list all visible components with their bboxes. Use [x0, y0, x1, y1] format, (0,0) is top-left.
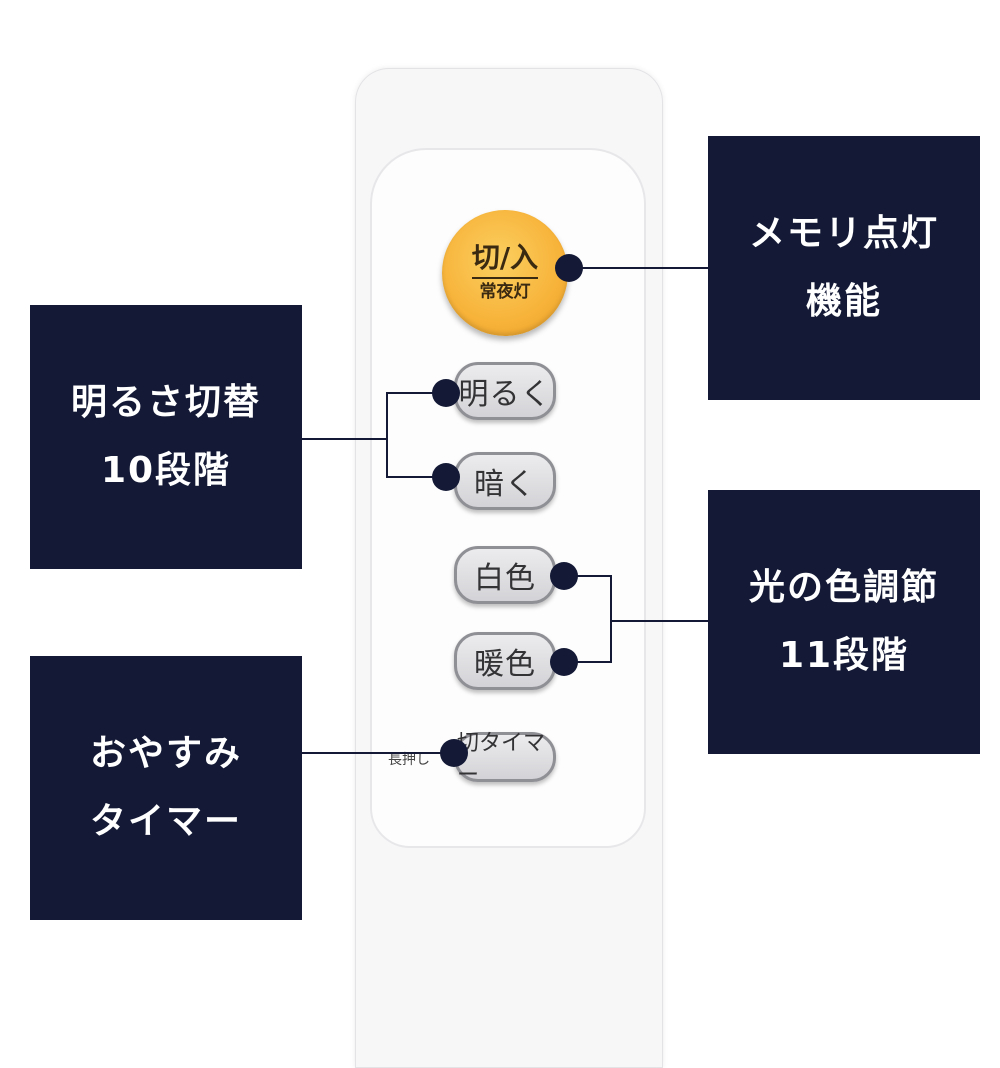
white-color-button-label: 白色: [474, 561, 536, 596]
power-button-label: 切/入: [471, 243, 539, 279]
timer-dot: [440, 739, 468, 767]
warm-color-button-label: 暖色: [474, 647, 536, 682]
color-label-line1: 光の色調節: [748, 567, 939, 608]
color-connector-top: [564, 575, 612, 577]
color-label-box: 光の色調節 11段階: [708, 490, 980, 754]
color-connector-bottom: [564, 661, 612, 663]
darker-dot: [432, 463, 460, 491]
warm-color-button[interactable]: 暖色: [454, 632, 556, 690]
brightness-connector-bottom: [386, 476, 444, 478]
brighter-button-label: 明るく: [458, 377, 552, 412]
memory-label-box: メモリ点灯 機能: [708, 136, 980, 400]
darker-button[interactable]: 暗く: [454, 452, 556, 510]
brightness-connector-top: [386, 392, 444, 394]
warm-color-dot: [550, 648, 578, 676]
memory-dot: [555, 254, 583, 282]
timer-connector-line: [302, 752, 452, 754]
long-press-hint: 長押し: [388, 752, 430, 768]
memory-connector-line: [568, 267, 710, 269]
timer-label-line1: おやすみ: [89, 733, 242, 774]
brightness-connector-bracket: [386, 392, 388, 478]
memory-label-line2: 機能: [805, 281, 882, 322]
power-button[interactable]: 切/入 常夜灯: [442, 210, 568, 336]
color-connector-bracket: [610, 575, 612, 663]
color-label-line2: 11段階: [778, 635, 910, 676]
memory-label-line1: メモリ点灯: [748, 213, 939, 254]
white-color-dot: [550, 562, 578, 590]
darker-button-label: 暗く: [474, 467, 536, 502]
brightness-label-box: 明るさ切替 10段階: [30, 305, 302, 569]
brightness-label-line1: 明るさ切替: [70, 382, 261, 423]
timer-label-line2: タイマー: [89, 801, 242, 842]
white-color-button[interactable]: 白色: [454, 546, 556, 604]
brightness-connector-line: [302, 438, 388, 440]
brightness-label-line2: 10段階: [100, 450, 232, 491]
night-light-label: 常夜灯: [479, 282, 531, 302]
off-timer-button-label: 切タイマー: [457, 731, 546, 788]
brighter-button[interactable]: 明るく: [454, 362, 556, 420]
off-timer-button[interactable]: 切タイマー: [454, 731, 556, 788]
color-connector-line: [610, 620, 710, 622]
timer-label-box: おやすみ タイマー: [30, 656, 302, 920]
brighter-dot: [432, 379, 460, 407]
